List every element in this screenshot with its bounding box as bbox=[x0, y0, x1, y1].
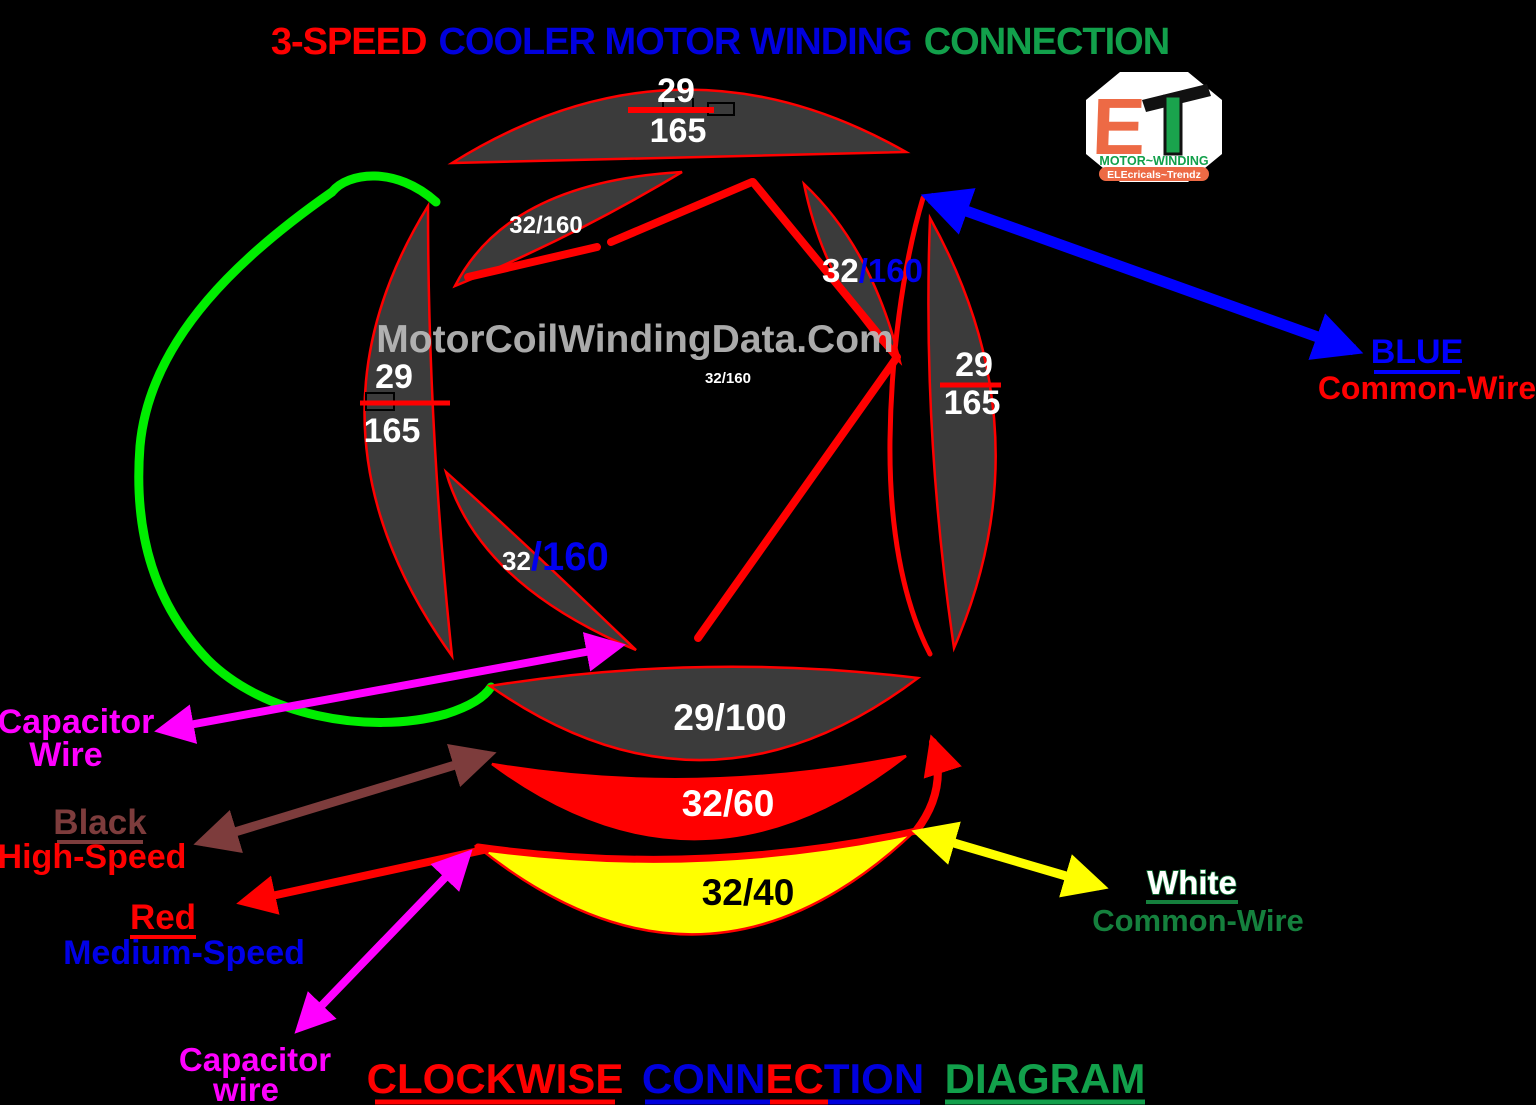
logo-monogram-e: E bbox=[1091, 82, 1147, 171]
label-red-wire: Red bbox=[130, 898, 196, 937]
footer-connection-b: EC bbox=[765, 1055, 823, 1102]
right-coil-gauge: 165 bbox=[944, 384, 1001, 422]
winding-link-diagonal bbox=[694, 356, 899, 642]
white-common-arrow bbox=[911, 821, 1109, 898]
black-high-speed-arrow bbox=[193, 743, 497, 854]
label-high-speed: High-Speed bbox=[0, 838, 186, 876]
label-black-wire: Black bbox=[53, 803, 147, 842]
upper-right-coil-turns: 32 bbox=[822, 252, 859, 289]
fraction-marks bbox=[360, 98, 1001, 411]
top-coil-turns: 29 bbox=[657, 72, 695, 110]
logo-t-stem bbox=[1163, 94, 1183, 156]
logo-motor-winding-text: MOTOR~WINDING bbox=[1099, 154, 1208, 168]
page-title: 3-SPEED COOLER MOTOR WINDING CONNECTION bbox=[271, 21, 1169, 63]
winding-link-upper-left-b bbox=[607, 178, 756, 246]
red-coil-label: 32/60 bbox=[682, 783, 775, 824]
logo-monogram-t bbox=[1142, 84, 1211, 156]
winding-wire-bottom bbox=[474, 827, 920, 863]
green-capacitor-wire bbox=[134, 171, 496, 727]
lower-left-coil-turns: 32 bbox=[502, 546, 531, 576]
label-blue-common-wire: Common-Wire bbox=[1318, 370, 1536, 406]
winding-link-upper-right bbox=[749, 178, 901, 361]
footer-clockwise: CLOCKWISE bbox=[367, 1055, 624, 1102]
label-capacitor-bottom-1: Capacitor bbox=[179, 1041, 331, 1078]
footer-diagram: DIAGRAM bbox=[945, 1055, 1146, 1102]
bottom-coil-label: 29/100 bbox=[673, 697, 786, 738]
watermark-text: MotorCoilWindingData.Com bbox=[376, 318, 893, 361]
label-medium-speed: Medium-Speed bbox=[63, 934, 305, 972]
logo-electricals-trendz-text: ELEcricals~Trendz bbox=[1107, 169, 1201, 181]
lower-left-coil bbox=[443, 468, 637, 652]
left-coil-turns: 29 bbox=[375, 358, 413, 396]
top-coil-gauge: 165 bbox=[650, 112, 707, 150]
yellow-coil-label: 32/40 bbox=[702, 872, 795, 913]
label-white-common-wire: Common-Wire bbox=[1092, 903, 1304, 938]
left-coil-gauge: 165 bbox=[364, 412, 421, 450]
right-coil bbox=[927, 213, 997, 653]
page-title-red: 3-SPEED bbox=[271, 21, 427, 63]
label-blue-wire: BLUE bbox=[1371, 333, 1464, 371]
footer-connection-a: CONN bbox=[642, 1055, 766, 1102]
upper-right-coil bbox=[801, 180, 903, 366]
upper-left-coil bbox=[452, 170, 683, 289]
capacitor-bottom-arrow bbox=[294, 849, 473, 1034]
upper-right-coil-label: 32/160 bbox=[822, 252, 923, 289]
footer-connection-c: TION bbox=[824, 1055, 924, 1102]
top-coil bbox=[447, 88, 911, 165]
label-capacitor-bottom-2: wire bbox=[212, 1071, 279, 1105]
brand-logo: E MOTOR~WINDING ELEcricals~Trendz bbox=[1086, 72, 1222, 182]
center-coil-label: 32/160 bbox=[705, 370, 751, 387]
red-curved-arrow bbox=[912, 734, 962, 835]
red-speed-coil bbox=[491, 754, 907, 841]
logo-ribbon bbox=[1099, 167, 1209, 181]
footer-connection: CONNECTION bbox=[642, 1055, 924, 1102]
winding-wire-right bbox=[887, 195, 933, 657]
lower-left-coil-gauge: /160 bbox=[531, 535, 609, 579]
capacitor-top-arrow bbox=[154, 632, 626, 744]
label-capacitor-top-2: Wire bbox=[29, 736, 102, 774]
label-capacitor-top-1: Capacitor bbox=[0, 703, 154, 741]
upper-right-coil-gauge: /160 bbox=[859, 252, 923, 289]
right-coil-turns: 29 bbox=[955, 346, 993, 384]
page-title-blue: COOLER MOTOR WINDING bbox=[438, 21, 911, 63]
page-title-green: CONNECTION bbox=[924, 21, 1169, 63]
winding-link-upper-left-a bbox=[464, 243, 601, 281]
label-white-wire: White bbox=[1147, 864, 1237, 901]
upper-left-coil-label: 32/160 bbox=[509, 212, 582, 239]
blue-common-arrow bbox=[920, 188, 1364, 360]
lower-left-coil-label: 32/160 bbox=[502, 535, 609, 579]
